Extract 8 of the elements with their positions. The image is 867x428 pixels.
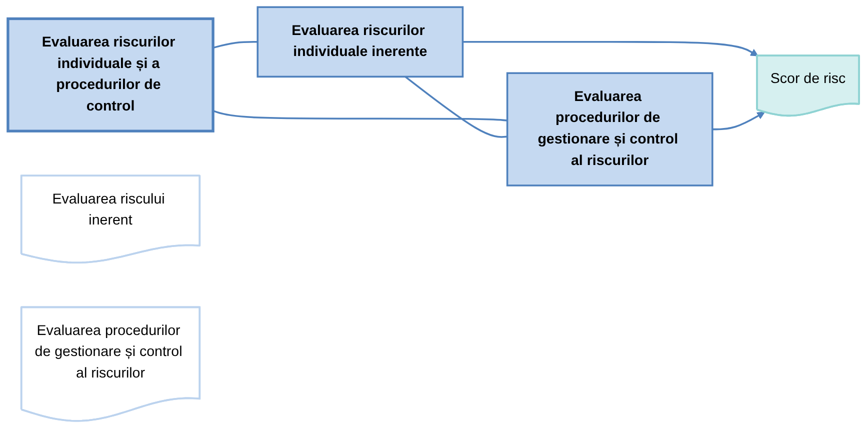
connector [212,41,258,49]
node-box: Evaluarea riscurilor individuale inerente [256,6,464,78]
connector [212,110,508,122]
connector [404,76,508,138]
arrow [462,41,758,56]
arrow [712,112,765,130]
node-box: Evaluarea procedurilor de gestionare și control al riscurilor [506,72,714,186]
node-box: Evaluarea riscurilor individuale și a procedurilor de control [6,17,214,132]
